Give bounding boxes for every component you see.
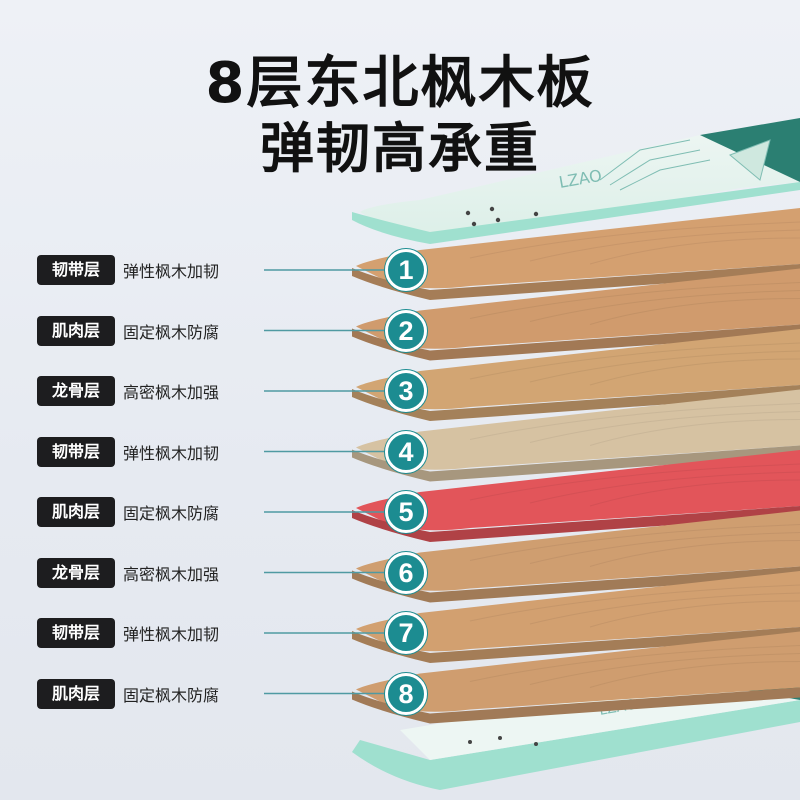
layer-row-8: 肌肉层固定枫木防腐 (37, 678, 220, 709)
layer-description: 固定枫木防腐 (123, 504, 220, 523)
layer-description: 弹性枫木加韧 (123, 443, 220, 463)
wood-ply-1 (352, 208, 800, 300)
layer-row-4: 韧带层弹性枫木加韧 (37, 436, 220, 467)
layer-number-badge: 2 (385, 309, 427, 352)
layer-tag: 韧带层 (37, 255, 115, 285)
layer-tag: 龙骨层 (37, 376, 115, 406)
layer-description: 高密枫木加强 (123, 564, 220, 584)
deck-top-ply: LZAO (352, 118, 800, 244)
layer-number-badge: 8 (385, 672, 427, 715)
layer-number-badge: 5 (385, 491, 427, 533)
layer-tag: 肌肉层 (37, 497, 115, 527)
layer-row-7: 韧带层弹性枫木加韧 (37, 618, 219, 648)
layer-description: 固定枫木防腐 (123, 685, 220, 705)
deck-art-icon (599, 139, 771, 191)
layer-description: 高密枫木加强 (123, 383, 220, 402)
layer-description: 固定枫木防腐 (123, 322, 220, 342)
wood-ply-8 (352, 631, 800, 724)
wood-ply-4 (352, 389, 800, 482)
wood-ply-6 (352, 510, 800, 603)
layer-row-5: 肌肉层固定枫木防腐 (37, 497, 219, 527)
layer-tag: 韧带层 (37, 618, 115, 648)
layer-row-1: 韧带层弹性枫木加韧 (37, 255, 219, 285)
layer-row-2: 肌肉层固定枫木防腐 (37, 315, 220, 346)
layer-row-6: 龙骨层高密枫木加强 (37, 557, 220, 588)
layer-tag: 韧带层 (37, 436, 115, 467)
layer-tag: 肌肉层 (37, 678, 115, 709)
layer-number-badge: 1 (385, 249, 427, 291)
layer-row-3: 龙骨层高密枫木加强 (37, 376, 219, 406)
layer-tag: 龙骨层 (37, 557, 115, 588)
page-title: 8层东北枫木板 (205, 51, 595, 116)
layer-description: 弹性枫木加韧 (123, 625, 220, 644)
wood-ply-2 (352, 268, 800, 361)
wood-ply-3 (352, 329, 800, 421)
layer-description: 弹性枫木加韧 (123, 262, 220, 281)
wood-ply-7 (352, 571, 800, 663)
page-subtitle: 弹韧高承重 (260, 117, 540, 180)
wood-ply-5 (352, 450, 800, 542)
layer-tag: 肌肉层 (37, 315, 115, 346)
layer-number-badge: 7 (385, 612, 427, 654)
layer-number-badge: 4 (385, 430, 427, 473)
layer-number-badge: 3 (385, 370, 427, 412)
layer-number-badge: 6 (385, 551, 427, 594)
